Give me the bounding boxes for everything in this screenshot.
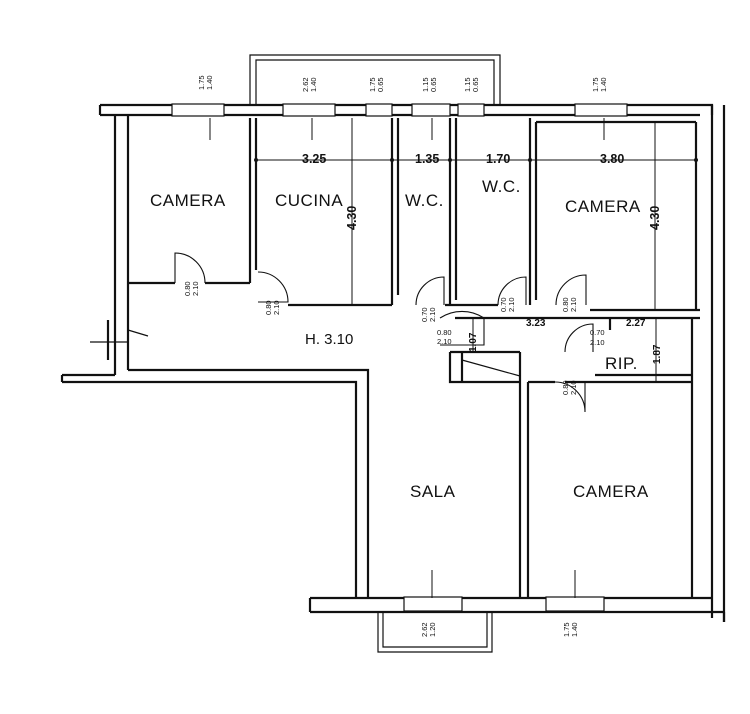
room-wc-1: W.C.	[405, 191, 444, 210]
door-label-8b: 2.10	[569, 380, 578, 395]
room-rip: RIP.	[605, 354, 638, 373]
door-label-7: 0.70	[590, 328, 605, 337]
window-label-5b: 0.65	[471, 77, 480, 92]
window-label-1b: 1.40	[205, 75, 214, 90]
dim-camera-ne-width: 3.80	[600, 152, 624, 166]
door-label-5b: 2.10	[569, 297, 578, 312]
dim-corridor-short: 1.07	[468, 332, 479, 352]
door-label-3: 0.70	[420, 307, 429, 322]
door-label-3b: 2.10	[428, 307, 437, 322]
window-label-6b: 1.40	[599, 77, 608, 92]
window-labels: 1.75 1.40 2.62 1.40 1.75 0.65 1.15 0.65 …	[197, 75, 608, 637]
window-label-7: 2.62	[420, 622, 429, 637]
dim-corridor-right: 3.23	[526, 318, 546, 329]
interior-walls	[128, 118, 700, 598]
dim-camera-ne-depth: 4.30	[648, 206, 662, 230]
window-label-3b: 0.65	[376, 77, 385, 92]
dim-cucina-depth: 4.30	[345, 206, 359, 230]
window-label-8: 1.75	[562, 622, 571, 637]
window-label-1: 1.75	[197, 75, 206, 90]
room-camera-se: CAMERA	[573, 482, 649, 501]
door-labels: 0.80 2.10 0.80 2.10 0.70 2.10 0.70 2.10 …	[183, 281, 605, 395]
room-camera-nw: CAMERA	[150, 191, 226, 210]
window-label-7b: 1.20	[428, 622, 437, 637]
room-sala: SALA	[410, 482, 456, 501]
door-label-2b: 2.10	[272, 300, 281, 315]
room-wc-2: W.C.	[482, 177, 521, 196]
door-label-4: 0.70	[499, 297, 508, 312]
dimension-lines	[90, 118, 700, 598]
room-camera-ne: CAMERA	[565, 197, 641, 216]
dimension-labels: 3.25 1.35 1.70 3.80 4.30 4.30 3.23 2.27 …	[302, 152, 663, 364]
door-label-5: 0.80	[561, 297, 570, 312]
door-label-7b: 2.10	[590, 338, 605, 347]
balcony-top	[249, 54, 501, 105]
door-label-8: 0.80	[561, 380, 570, 395]
dim-rip-width: 2.27	[626, 318, 646, 329]
door-label-2: 0.80	[264, 300, 273, 315]
dim-wc2-width: 1.70	[486, 152, 510, 166]
dim-wc1-width: 1.35	[415, 152, 439, 166]
ceiling-height-label: H. 3.10	[305, 331, 353, 348]
dim-rip-depth: 1.87	[652, 344, 663, 364]
door-label-4b: 2.10	[507, 297, 516, 312]
window-label-2: 2.62	[301, 77, 310, 92]
windows	[171, 103, 628, 612]
door-label-1: 0.80	[183, 281, 192, 296]
door-label-6: 0.80	[437, 328, 452, 337]
window-label-4b: 0.65	[429, 77, 438, 92]
window-label-8b: 1.40	[570, 622, 579, 637]
balcony-bottom	[377, 612, 493, 653]
door-label-1b: 2.10	[191, 281, 200, 296]
window-label-2b: 1.40	[309, 77, 318, 92]
window-label-3: 1.75	[368, 77, 377, 92]
window-label-5: 1.15	[463, 77, 472, 92]
window-label-4: 1.15	[421, 77, 430, 92]
room-labels: CAMERA CUCINA W.C. W.C. CAMERA SALA CAME…	[150, 177, 649, 501]
room-cucina: CUCINA	[275, 191, 343, 210]
door-label-6b: 2.10	[437, 337, 452, 346]
dim-cucina-width: 3.25	[302, 152, 326, 166]
window-label-6: 1.75	[591, 77, 600, 92]
